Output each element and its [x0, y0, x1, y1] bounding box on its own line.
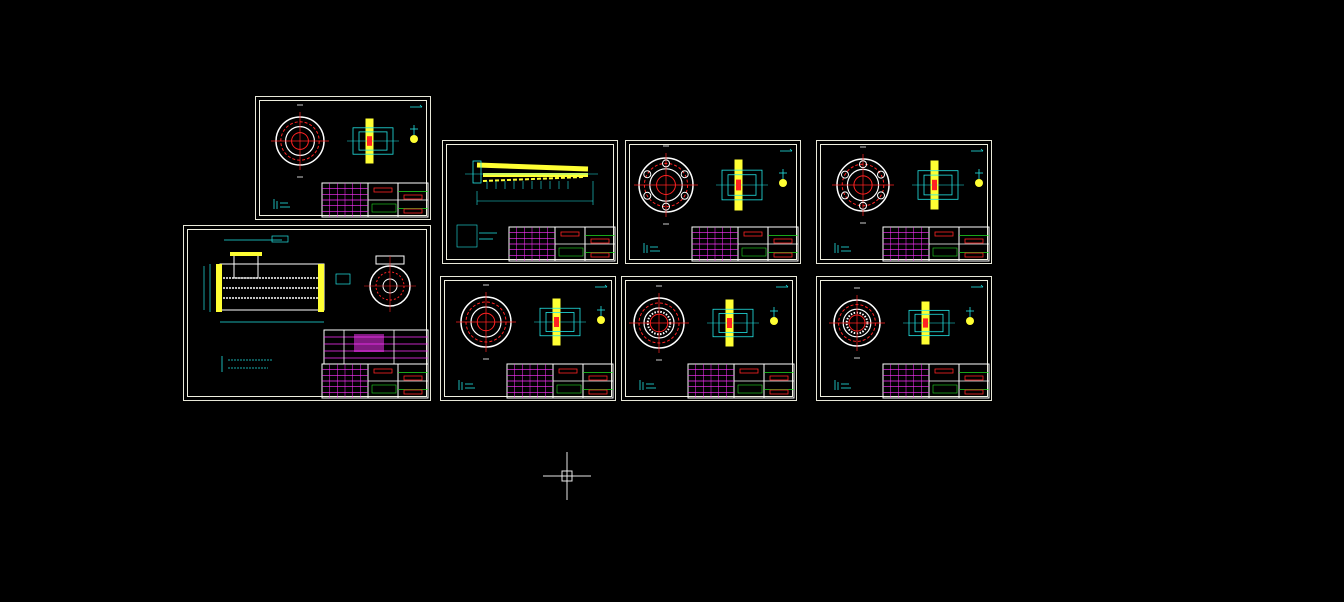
sheet-border — [820, 144, 988, 260]
sheet-border — [629, 144, 797, 260]
sheet-flange-2[interactable] — [816, 140, 992, 264]
drawing-flange-3 — [456, 284, 614, 399]
sheet-flange-top-left[interactable] — [255, 96, 431, 220]
sheet-shaft[interactable] — [442, 140, 618, 264]
drawing-flange-4 — [629, 284, 795, 399]
sheet-border — [259, 100, 427, 216]
drawing-flange-1 — [634, 145, 799, 262]
drawing-flange-5 — [829, 284, 990, 399]
sheet-border — [625, 280, 793, 397]
sheet-assembly[interactable] — [183, 225, 431, 401]
sheet-flange-4[interactable] — [621, 276, 797, 401]
drawing-flange-2 — [832, 146, 990, 262]
sheet-border — [820, 280, 988, 397]
sheet-flange-3[interactable] — [440, 276, 616, 401]
crosshair-cursor-icon — [543, 452, 591, 500]
drawing-flange-top-left — [271, 104, 429, 218]
sheet-border — [444, 280, 612, 397]
sheet-border — [446, 144, 614, 260]
sheet-flange-5[interactable] — [816, 276, 992, 401]
sheet-flange-1[interactable] — [625, 140, 801, 264]
drawing-shaft — [456, 160, 616, 262]
drawing-assembly — [203, 235, 429, 399]
sheet-border — [187, 229, 427, 397]
